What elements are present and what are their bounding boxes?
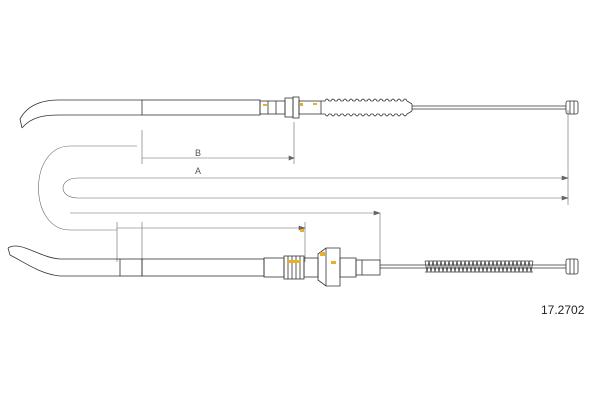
top-cable-curved-end	[19, 99, 142, 120]
top-cable	[19, 96, 322, 129]
bottom-accent-marks	[287, 229, 336, 264]
top-end-nipple	[565, 100, 579, 115]
bottom-cable	[7, 245, 381, 287]
bottom-spring	[424, 260, 534, 273]
bottom-cable-sleeve	[119, 258, 143, 277]
top-cable-sleeve	[141, 99, 261, 116]
top-inner-wire	[412, 100, 579, 115]
top-bellows	[321, 98, 413, 117]
bottom-threaded-fitting	[283, 255, 305, 280]
part-number: 17.2702	[541, 303, 585, 317]
dim-b-label: B	[195, 148, 201, 158]
bottom-end-nipple	[565, 258, 579, 275]
bottom-inner-wire	[380, 264, 566, 269]
top-cable-nut	[284, 97, 294, 118]
dim-a-label: A	[195, 166, 201, 176]
bottom-cable-curved-end	[7, 245, 120, 260]
dim-a-loop	[62, 177, 568, 199]
dimension-lines	[38, 110, 569, 262]
top-accent-marks	[263, 103, 317, 106]
